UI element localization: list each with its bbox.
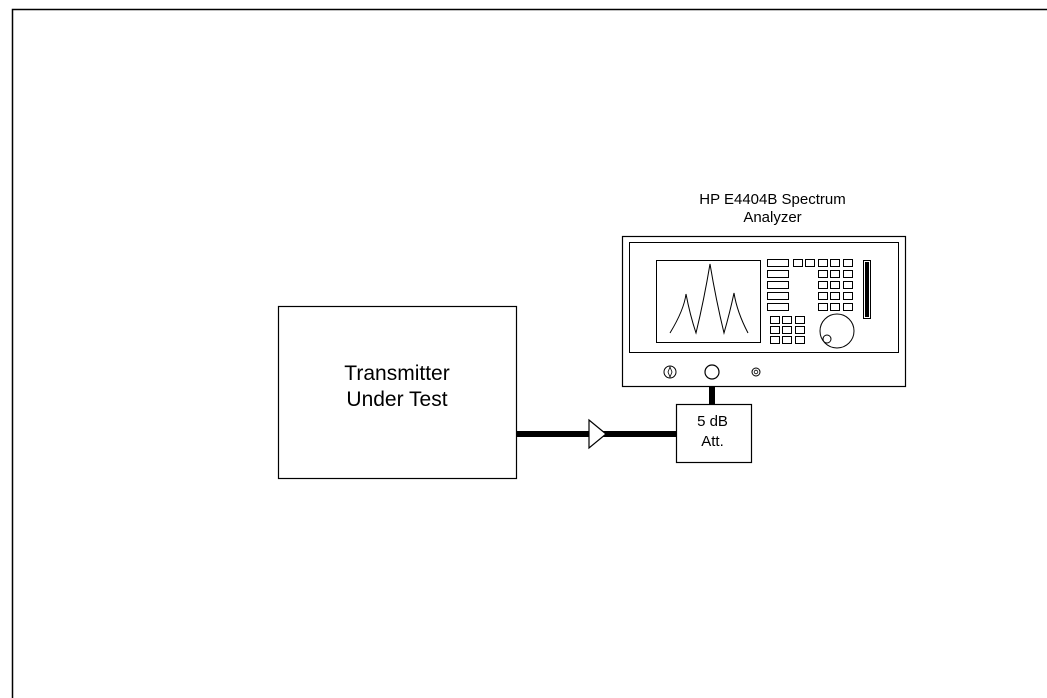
spectrum-trace [669,263,749,335]
transmitter-label: Transmitter Under Test [278,361,516,414]
connector-arrow-icon [588,418,607,450]
transmitter-label-line1: Transmitter [344,362,450,385]
transmitter-label-line2: Under Test [346,388,448,412]
transmitter-box [277,305,518,480]
diagram-border [11,8,1047,698]
attenuator-label-line2: Att. [701,432,724,450]
attenuator-label: 5 dB Att. [675,412,750,451]
spectrum-analyzer-icon [621,235,907,388]
attenuator-label-line1: 5 dB [697,413,728,430]
analyzer-label-line2: Analyzer [743,209,802,226]
rf-input-connector-icon [704,364,720,380]
analyzer-label-line1: HP E4404B Spectrum [699,191,846,208]
attenuator-box [675,403,753,464]
analyzer-label: HP E4404B Spectrum Analyzer [640,191,905,227]
